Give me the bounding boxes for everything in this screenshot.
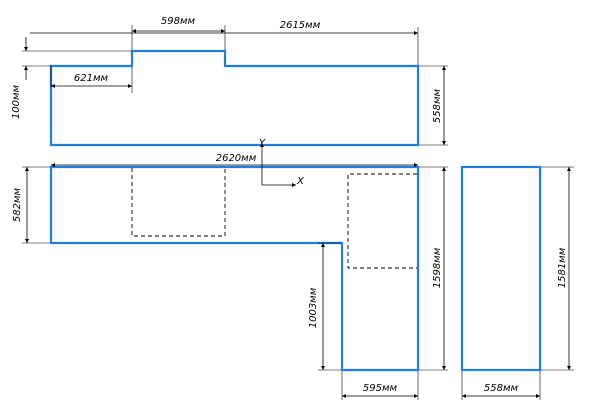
hidden-rect-left bbox=[131, 168, 226, 237]
dim-label-1003: 1003мм bbox=[308, 287, 319, 328]
dim-label-1581: 1581мм bbox=[557, 247, 568, 288]
top-view-outline bbox=[49, 49, 420, 147]
dim-label-558-top: 558мм bbox=[432, 88, 443, 123]
top-view: 598мм 2615мм 621мм 100мм 558мм bbox=[11, 16, 448, 147]
dim-label-595: 595мм bbox=[363, 383, 398, 394]
dim-label-621: 621мм bbox=[74, 73, 109, 84]
dim-label-582: 582мм bbox=[12, 187, 23, 222]
hidden-rect-right bbox=[347, 173, 417, 269]
dim-label-1598: 1598мм bbox=[432, 247, 443, 288]
front-view-outline bbox=[49, 165, 420, 372]
dim-label-100: 100мм bbox=[11, 84, 22, 119]
x-axis-label: X bbox=[296, 176, 305, 187]
side-view-outline bbox=[460, 165, 542, 372]
side-view: 1581мм 558мм bbox=[460, 165, 574, 400]
y-axis-label: Y bbox=[259, 138, 266, 149]
front-view: Y X 2620мм 582мм 1003мм 1598мм 595мм bbox=[12, 138, 448, 400]
dim-label-2620: 2620мм bbox=[216, 153, 257, 164]
dim-label-558-side: 558мм bbox=[484, 383, 519, 394]
dim-label-598: 598мм bbox=[161, 16, 196, 27]
dim-label-2615: 2615мм bbox=[280, 20, 321, 31]
